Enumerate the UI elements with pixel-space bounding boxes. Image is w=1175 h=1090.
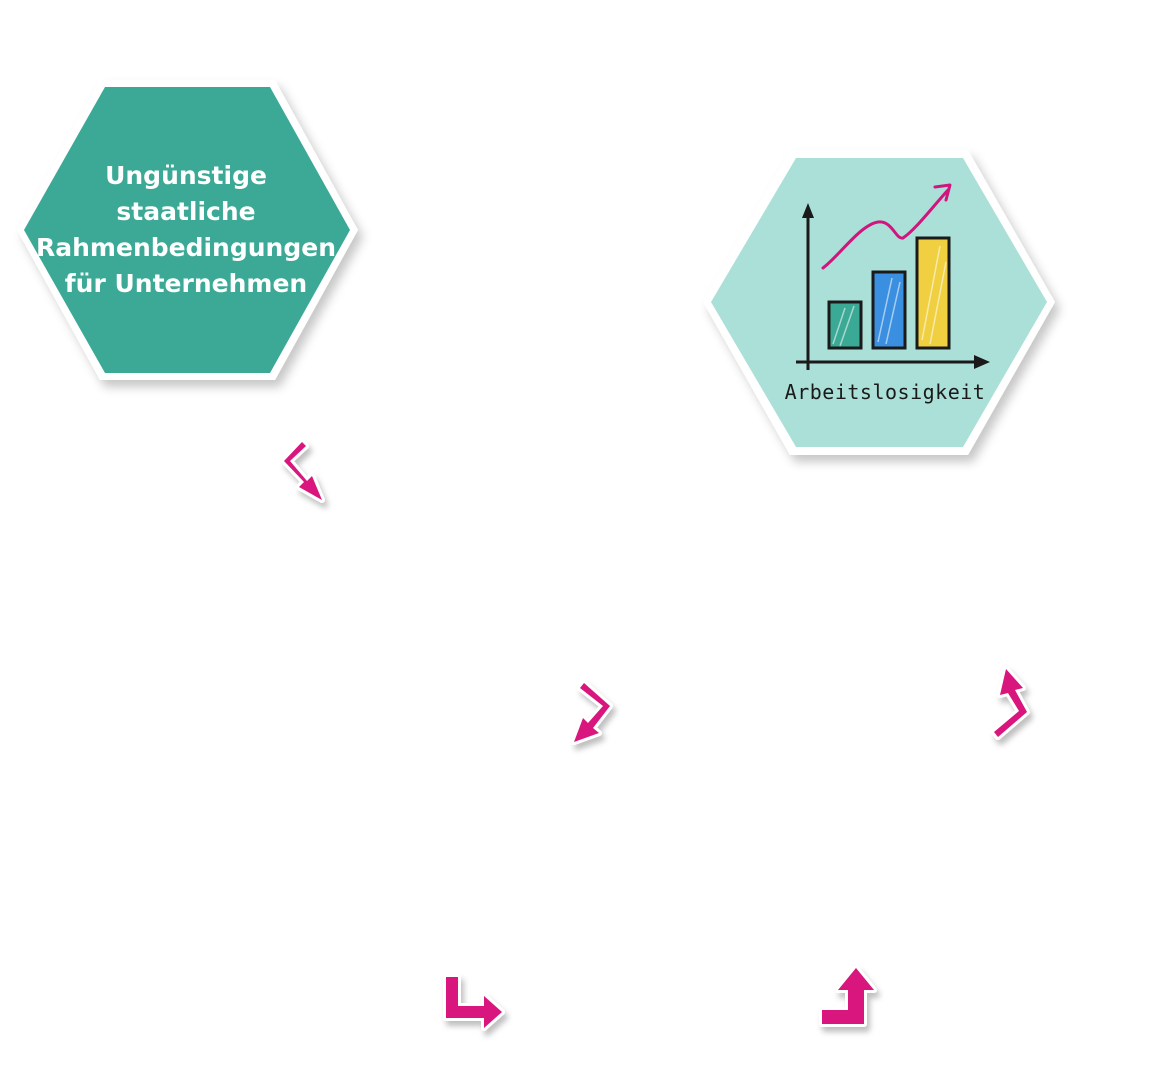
corner-arrow-up-icon [819,965,877,1027]
chart-bar-medium [871,270,907,350]
curved-arrow-up-icon [991,666,1030,740]
trend-line [821,188,950,270]
corner-arrow-right-icon [443,974,505,1031]
unemployment-label: Arbeitslosigkeit [784,380,986,404]
unemployment-chart-icon [796,183,990,370]
x-axis-arrowhead [974,355,990,369]
trend-arrowhead [933,183,952,202]
curved-arrow-down-icon [571,680,613,745]
hexagon-cause [17,80,358,380]
curved-arrow-down-icon [281,439,325,503]
y-axis-arrowhead [802,203,814,218]
hexagon-cause-label: Ungünstige staatliche Rahmenbedingungen … [36,161,336,298]
